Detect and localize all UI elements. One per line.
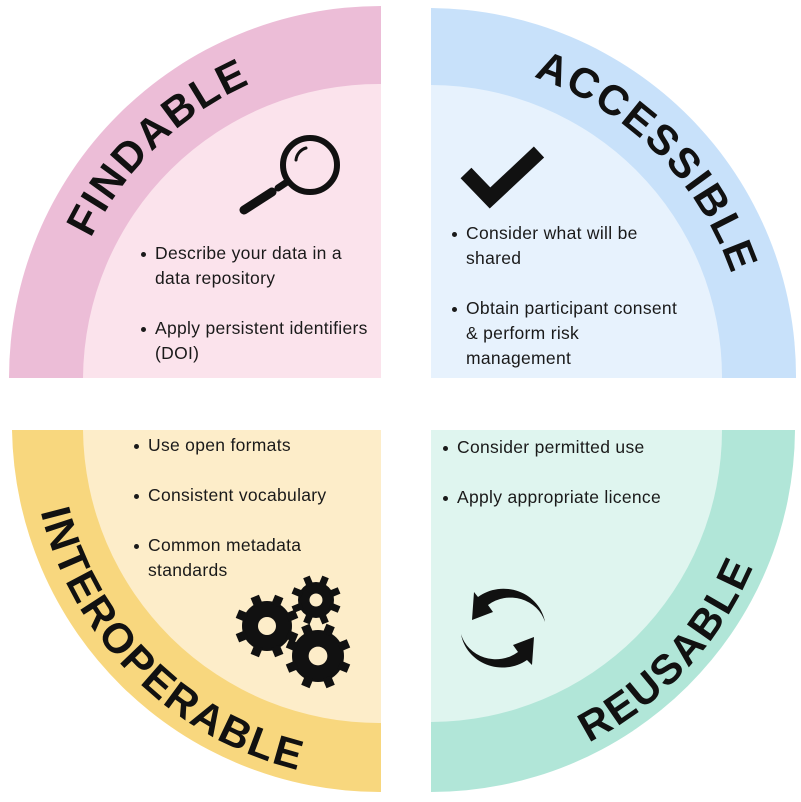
reusable-inner — [431, 430, 722, 722]
list-item: Consistent vocabulary — [134, 483, 376, 508]
list-item: Obtain participant consent & perform ris… — [452, 296, 684, 371]
list-item: Use open formats — [134, 433, 376, 458]
list-item: Apply appropriate licence — [443, 485, 725, 510]
gear — [285, 623, 351, 689]
magnifier-icon — [239, 135, 340, 215]
reusable-list: Consider permitted use Apply appropriate… — [443, 435, 725, 535]
list-item: Consider what will be shared — [452, 221, 684, 271]
gear — [235, 594, 299, 658]
gear — [291, 575, 341, 625]
list-item: Consider permitted use — [443, 435, 725, 460]
accessible-list: Consider what will be shared Obtain part… — [452, 221, 684, 396]
accessible-inner — [431, 85, 723, 378]
refresh-arrows-icon — [461, 588, 545, 668]
interoperable-list: Use open formats Consistent vocabulary C… — [134, 433, 376, 608]
list-item: Common metadata standards — [134, 533, 348, 583]
findable-list: Describe your data in a data repository … — [141, 241, 378, 391]
list-item: Describe your data in a data repository — [141, 241, 378, 291]
list-item: Apply persistent identifiers (DOI) — [141, 316, 378, 366]
findable-inner — [83, 83, 381, 378]
gears-icon — [235, 575, 351, 689]
checkmark-icon — [460, 146, 545, 209]
